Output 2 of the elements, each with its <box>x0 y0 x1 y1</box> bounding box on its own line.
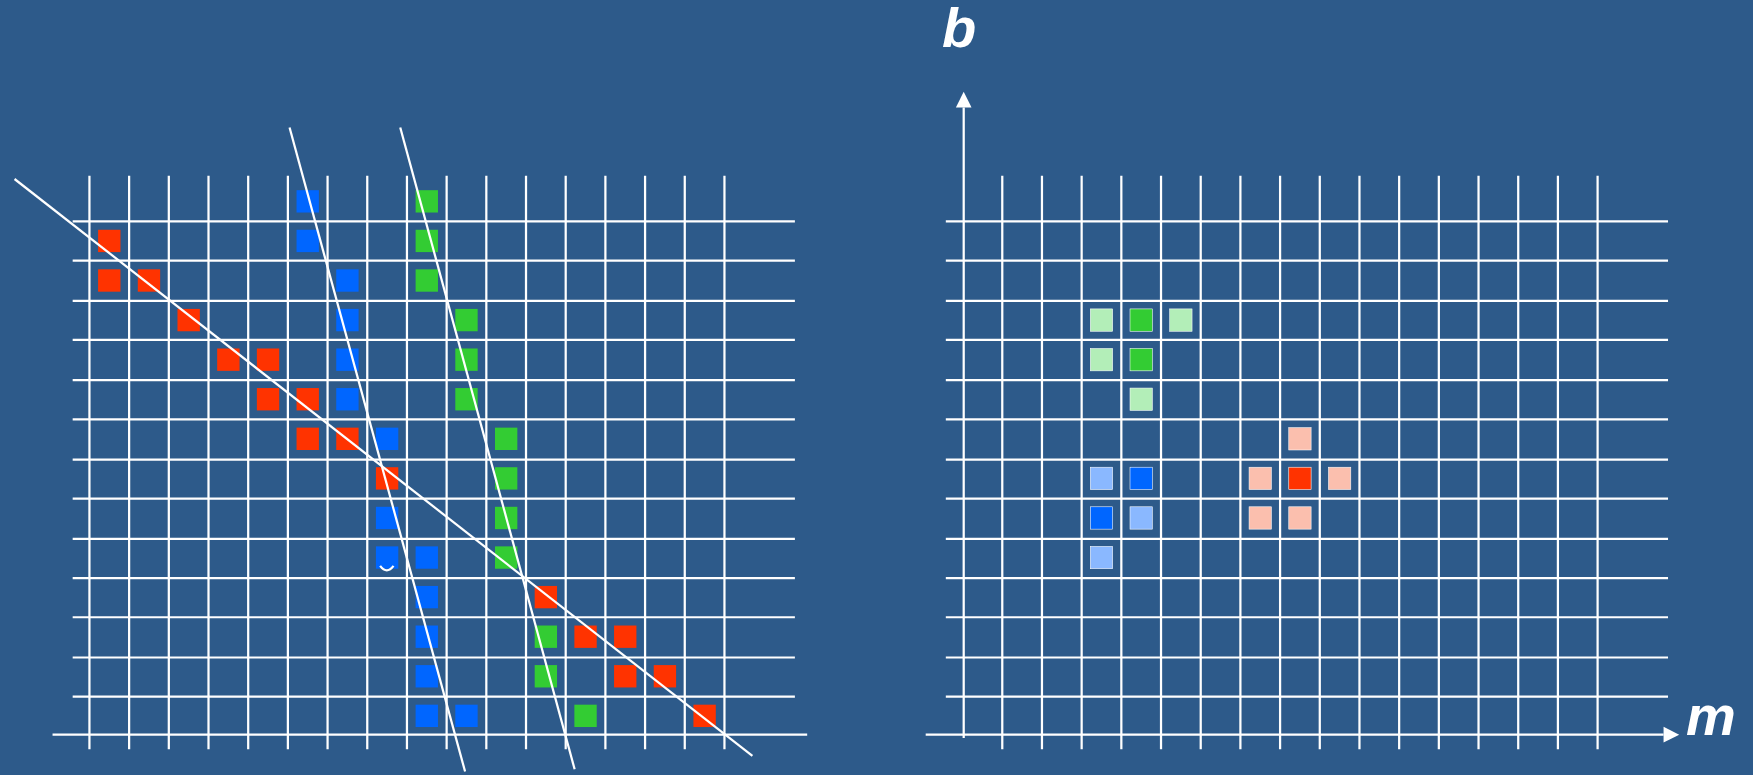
axis-label: b <box>942 0 977 56</box>
axis-label: m <box>1686 688 1736 744</box>
